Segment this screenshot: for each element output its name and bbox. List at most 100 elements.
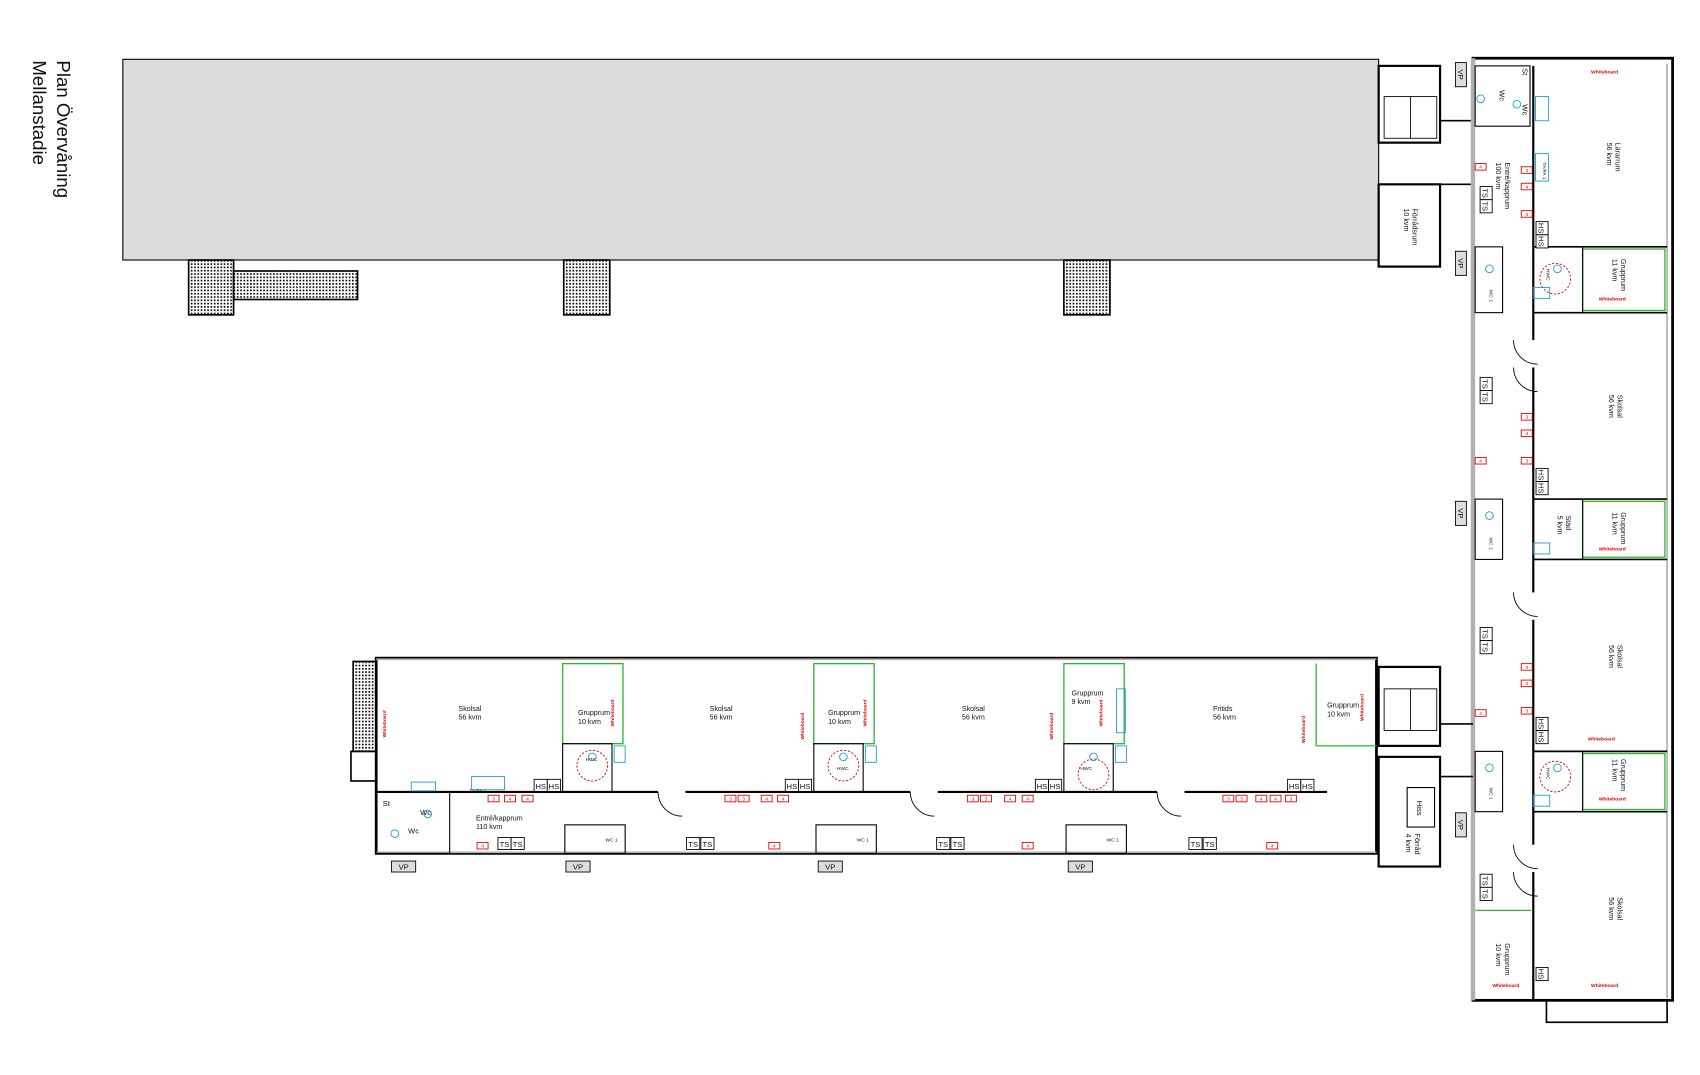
- room-name: Grupprum: [828, 709, 860, 717]
- ts-box-label: TS: [513, 840, 523, 849]
- ts-box: TS: [1479, 873, 1493, 888]
- toilet-icon: [587, 752, 597, 762]
- whiteboard-label: Whiteboard: [1049, 713, 1055, 740]
- toilet-icon: [1485, 763, 1494, 773]
- hs-box-label: HS: [1537, 969, 1546, 980]
- room-area: 4 kvm: [1404, 834, 1412, 853]
- room-name: Lärarrum: [1614, 143, 1622, 172]
- ts-box-label: TS: [1205, 840, 1215, 849]
- vp-box: VP: [817, 860, 843, 873]
- whiteboard-label: Whiteboard: [610, 699, 616, 726]
- fixture-icon: [1114, 745, 1127, 763]
- fire-marker-label: 4: [1026, 844, 1029, 850]
- vp-box: VP: [1454, 500, 1467, 526]
- exterior-stairs: [187, 259, 1111, 753]
- room-name: Förrådsrum: [1411, 208, 1419, 245]
- fire-marker: 4: [1474, 163, 1487, 171]
- fire-marker: 3: [1222, 794, 1235, 802]
- fire-marker-label: 4: [1479, 711, 1482, 717]
- fire-marker: 4: [476, 841, 489, 850]
- wc1-label: WC 1: [1487, 788, 1493, 801]
- door-icon: [657, 791, 683, 817]
- fixture-icon: [1532, 794, 1551, 807]
- ts-box: TS: [700, 837, 715, 850]
- ts-box: TS: [1479, 640, 1493, 655]
- ts-box: TS: [936, 837, 951, 850]
- wc1-label: WC 1: [1487, 290, 1493, 303]
- hs-box: HS: [1535, 221, 1549, 236]
- room-area: 11 kvm: [1610, 512, 1618, 534]
- fixture-icon: [1116, 688, 1126, 734]
- hs-box-label: HS: [787, 782, 798, 791]
- fire-marker: 3: [724, 794, 737, 802]
- ts-box: TS: [1188, 837, 1203, 850]
- hs-box-label: HS: [549, 782, 560, 791]
- hs-box: HS: [1535, 966, 1549, 982]
- vp-box: VP: [565, 860, 591, 873]
- ts-box: TS: [686, 837, 701, 850]
- ts-box-label: TS: [1481, 889, 1490, 899]
- ts-box-label: TS: [1481, 379, 1490, 389]
- fire-marker-label: 3: [1525, 212, 1528, 218]
- hs-box-label: HS: [1537, 470, 1546, 481]
- ts-box-label: TS: [1481, 392, 1490, 402]
- door-icon: [1513, 872, 1538, 897]
- room-name: Grupprum: [1619, 759, 1627, 791]
- room-area: 11 kvm: [1610, 759, 1618, 781]
- room-name: Grupprum: [1619, 259, 1627, 291]
- tafa-label: TA/FA 1: [469, 788, 486, 794]
- ts-box-label: TS: [1481, 188, 1490, 198]
- fire-marker-label: 3: [985, 796, 988, 802]
- fire-marker-label: 3: [1525, 168, 1528, 174]
- room-name: Skolsal: [458, 705, 481, 713]
- whiteboard-label: Whiteboard: [1588, 736, 1615, 742]
- room-name: Grupprum: [1619, 512, 1627, 544]
- fire-marker: 4: [1255, 794, 1268, 802]
- hs-box: HS: [1034, 778, 1049, 792]
- toilet-icon: [423, 809, 433, 819]
- whiteboard-label: Whiteboard: [382, 710, 388, 737]
- ts-box-label: TS: [500, 840, 510, 849]
- room-name: Skolsal: [1616, 897, 1624, 920]
- hiss-label: Hiss: [1415, 801, 1424, 816]
- fire-marker: 4: [521, 794, 534, 802]
- vp-box: VP: [1454, 62, 1467, 88]
- fire-marker-label: 3: [492, 796, 495, 802]
- door-icon: [1513, 340, 1538, 365]
- ts-box: TS: [1479, 626, 1493, 642]
- hs-box: HS: [546, 778, 561, 792]
- east-wing: [1470, 56, 1674, 1024]
- whiteboard-label: Whiteboard: [1599, 297, 1626, 303]
- fire-marker-label: 3: [1240, 796, 1243, 802]
- room-name: Grupprum: [1503, 943, 1511, 975]
- fire-marker-label: 4: [1479, 459, 1482, 465]
- hs-box-label: HS: [1537, 483, 1546, 494]
- room-area: 56 kvm: [1607, 645, 1615, 668]
- room-area: 10 kvm: [1494, 943, 1502, 966]
- fire-marker: 4: [1021, 794, 1034, 802]
- fire-marker: 4: [1520, 429, 1533, 437]
- room-name: Grupprum: [578, 709, 610, 717]
- room-name: Fritids: [1213, 705, 1233, 713]
- fire-marker-label: 3: [1525, 665, 1528, 671]
- ts-box-label: TS: [1481, 201, 1490, 211]
- room-area: 56 kvm: [458, 714, 481, 722]
- door-icon: [909, 791, 935, 817]
- fire-marker-label: 3: [1525, 459, 1528, 465]
- room-area: 10 kvm: [828, 718, 851, 726]
- wc-label: Wc: [420, 808, 431, 817]
- toilet-icon: [1476, 94, 1485, 104]
- fire-marker-label: 4: [1479, 165, 1482, 171]
- hs-box: HS: [1535, 467, 1549, 483]
- fire-marker-label: 4: [773, 844, 776, 850]
- room-name: Grupprum: [1072, 689, 1104, 697]
- fire-marker-label: 4: [1009, 796, 1012, 802]
